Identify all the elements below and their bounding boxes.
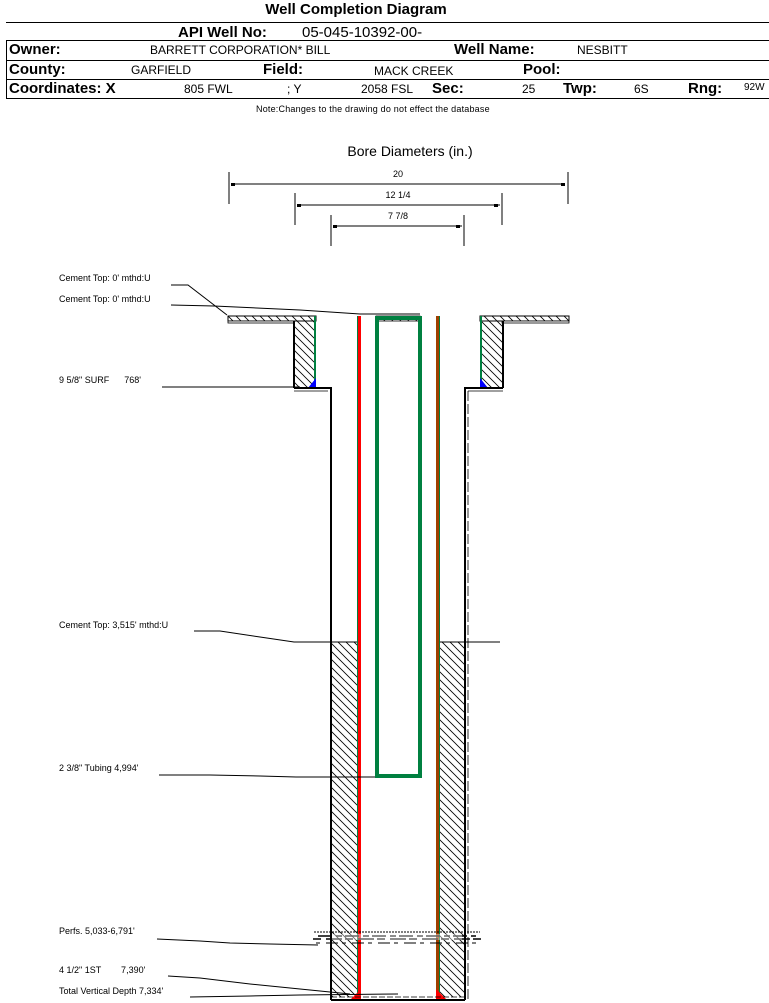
divider (6, 60, 769, 61)
bore-dimension-20: 20 (228, 169, 569, 204)
perforations (313, 931, 482, 944)
section-label: Sec: (432, 80, 464, 97)
perforations-label: Perfs. 5,033-6,791' (59, 926, 135, 936)
production-cement-left (332, 642, 357, 997)
api-label: API Well No: (178, 24, 267, 41)
pool-label: Pool: (523, 61, 561, 78)
county-label: County: (9, 61, 66, 78)
bore-dimension-7-7-8: 7 7/8 (330, 211, 465, 246)
well-name-value: NESBITT (577, 43, 628, 57)
header-box (6, 40, 769, 99)
page-title: Well Completion Diagram (265, 1, 447, 18)
production-casing-right (436, 316, 440, 996)
cement-top-label-1: Cement Top: 0' mthd:U (59, 273, 151, 283)
y-coordinate-value: 2058 FSL (361, 82, 414, 96)
api-value: 05-045-10392-00- (302, 24, 423, 41)
cement-top-label-3: Cement Top: 3,515' mthd:U (59, 620, 168, 630)
production-cement-right (440, 642, 465, 997)
range-label: Rng: (688, 80, 723, 97)
bore-label-7-7-8: 7 7/8 (388, 211, 408, 221)
field-value: MACK CREEK (374, 64, 454, 78)
bore-dimension-12-1-4: 12 1/4 (294, 190, 503, 225)
well-name-label: Well Name: (454, 41, 535, 58)
tubing-label: 2 3/8" Tubing 4,994' (59, 763, 139, 773)
cement-shoe-right (480, 378, 488, 388)
field-label: Field: (263, 61, 303, 78)
county-value: GARFIELD (131, 63, 192, 77)
borehole-wall-left (294, 387, 332, 1000)
township-value: 6S (634, 82, 649, 96)
surface-casing-label: 9 5/8" SURF 768' (59, 375, 141, 385)
surface-cement-right (480, 316, 504, 388)
database-note: Note:Changes to the drawing do not effec… (256, 104, 490, 114)
cement-shoe-left (308, 378, 316, 388)
coordinates-label: Coordinates: X (9, 80, 116, 97)
bore-label-12-1-4: 12 1/4 (385, 190, 410, 200)
borehole-wall-right (464, 387, 503, 1000)
total-depth-label: Total Vertical Depth 7,334' (59, 986, 164, 996)
x-coordinate-value: 805 FWL (184, 82, 233, 96)
section-value: 25 (522, 82, 536, 96)
owner-label: Owner: (9, 41, 61, 58)
bore-label-20: 20 (393, 169, 403, 179)
divider (6, 79, 769, 80)
bore-diameters-title: Bore Diameters (in.) (347, 143, 472, 159)
production-casing-left (357, 316, 361, 996)
range-value: 92W (744, 82, 765, 93)
y-coordinate-label: ; Y (287, 82, 302, 96)
leader-lines (156, 284, 500, 998)
divider (6, 22, 769, 23)
tubing (375, 316, 422, 778)
surface-cement-left (293, 316, 316, 388)
township-label: Twp: (563, 80, 597, 97)
divider (6, 40, 769, 41)
owner-value: BARRETT CORPORATION* BILL (150, 43, 331, 57)
cement-top-label-2: Cement Top: 0' mthd:U (59, 294, 151, 304)
production-casing-label: 4 1/2" 1ST 7,390' (59, 965, 146, 975)
